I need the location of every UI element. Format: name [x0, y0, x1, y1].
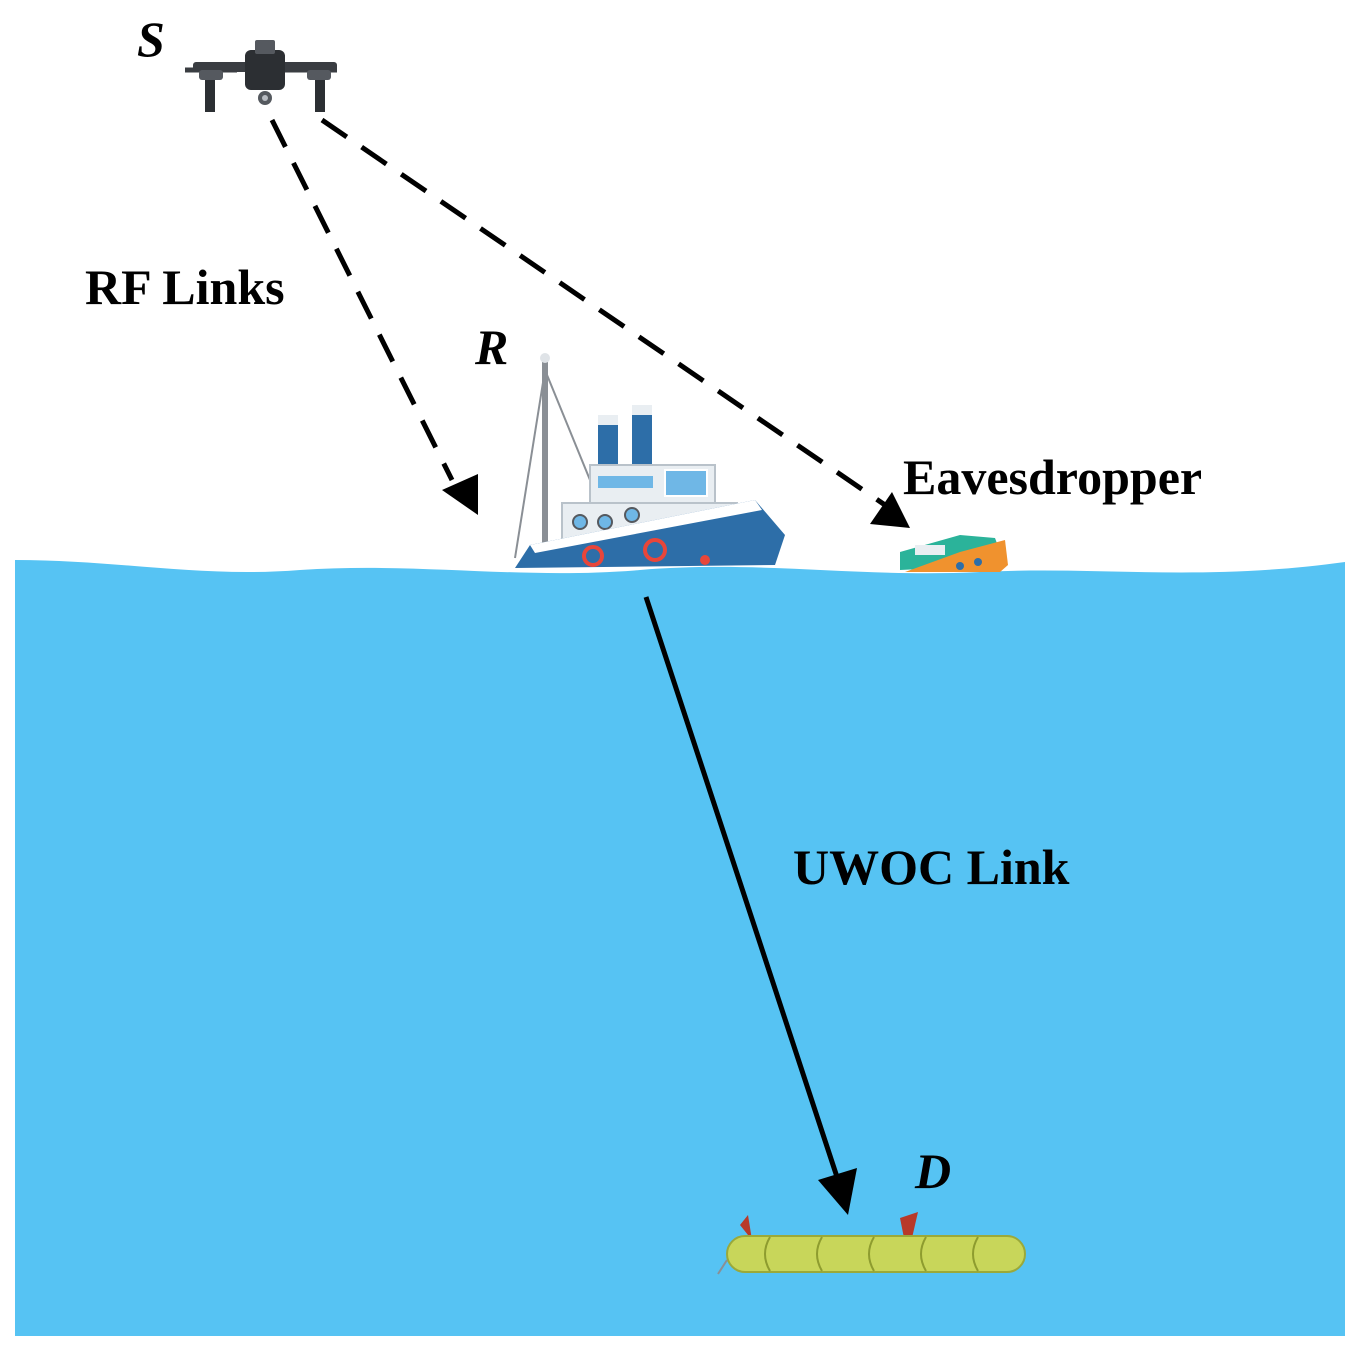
source-label: S: [137, 11, 165, 67]
ocean: [15, 560, 1345, 1336]
uwoc-link-label: UWOC Link: [793, 839, 1070, 895]
boat-icon: [900, 535, 1008, 572]
rf-link-source-to-eavesdropper: [320, 117, 910, 528]
drone-icon: [185, 40, 337, 112]
uwoc-link-relay-to-destination: [643, 596, 857, 1215]
relay-label: R: [475, 319, 509, 375]
rf-link-source-to-relay: [269, 118, 478, 515]
eavesdropper-label: Eavesdropper: [903, 449, 1203, 505]
destination-label: D: [915, 1143, 952, 1199]
auv-icon: [717, 1212, 1026, 1275]
rf-links-label: RF Links: [85, 259, 285, 315]
ship-icon: [514, 353, 785, 568]
